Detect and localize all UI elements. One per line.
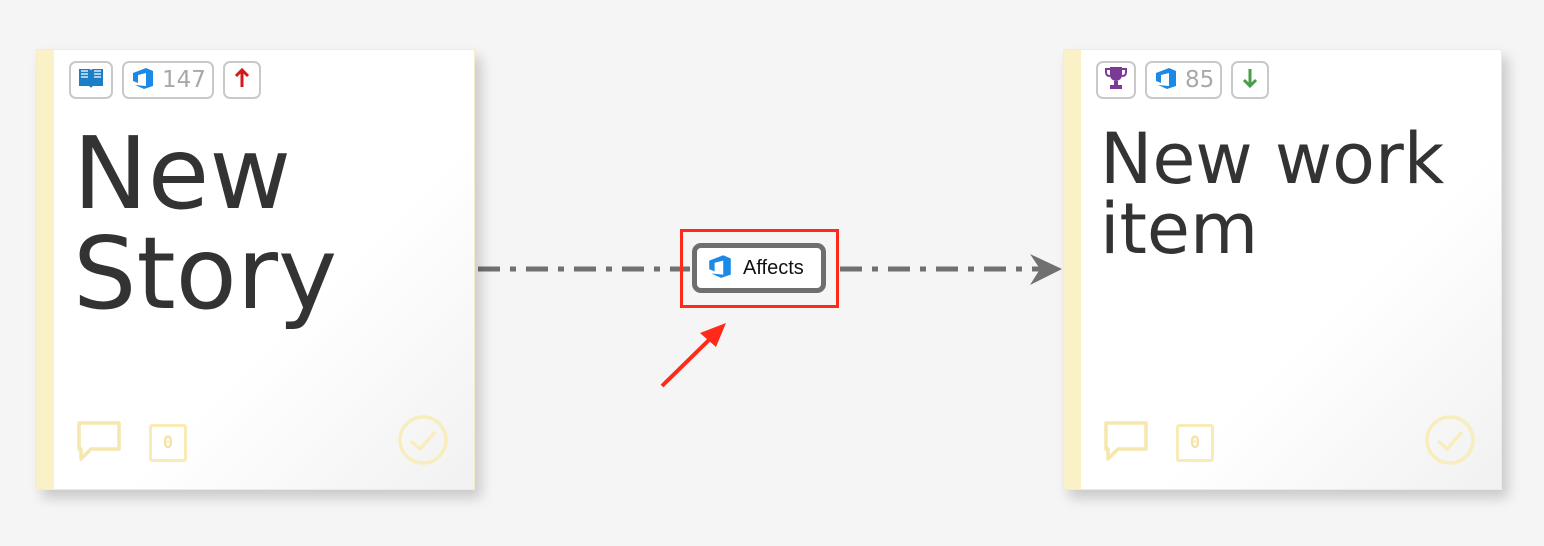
- link-label-text: Affects: [743, 256, 804, 279]
- azure-devops-icon: [1153, 65, 1179, 95]
- id-badge[interactable]: 147: [122, 61, 214, 99]
- card-title[interactable]: New work item: [1100, 118, 1445, 270]
- type-badge[interactable]: [69, 61, 113, 99]
- card-edge: [1064, 50, 1081, 489]
- arrow-down-icon: [1241, 67, 1259, 93]
- card-edge: [37, 50, 54, 489]
- azure-devops-icon: [130, 65, 156, 95]
- check-circle-icon[interactable]: [1423, 413, 1477, 471]
- comment-icon[interactable]: [1102, 419, 1150, 467]
- id-badge[interactable]: 85: [1145, 61, 1223, 99]
- trophy-icon: [1104, 65, 1128, 95]
- card-title[interactable]: New Story: [73, 115, 338, 332]
- work-item-card-story[interactable]: 147 New Story 0: [36, 49, 475, 490]
- type-badge[interactable]: [1096, 61, 1136, 99]
- arrowhead-icon: [1030, 254, 1062, 285]
- link-type-label[interactable]: Affects: [692, 243, 826, 293]
- work-item-card-target[interactable]: 85 New work item 0: [1063, 49, 1502, 490]
- highlight-box: Affects: [680, 229, 839, 308]
- book-icon: [77, 66, 105, 94]
- card-footer: 0: [75, 419, 187, 467]
- comment-icon[interactable]: [75, 419, 123, 467]
- work-item-id: 85: [1185, 67, 1215, 93]
- card-badges: 85: [1096, 61, 1270, 99]
- count-badge: 0: [149, 424, 187, 462]
- priority-badge[interactable]: [222, 61, 261, 99]
- card-badges: 147: [69, 61, 261, 99]
- azure-devops-icon: [705, 252, 735, 284]
- check-circle-icon[interactable]: [396, 413, 450, 471]
- card-footer: 0: [1102, 419, 1214, 467]
- count-badge: 0: [1176, 424, 1214, 462]
- annotation-arrow-icon: [660, 323, 726, 388]
- work-item-id: 147: [162, 67, 206, 93]
- priority-badge[interactable]: [1231, 61, 1270, 99]
- arrow-up-icon: [233, 67, 251, 93]
